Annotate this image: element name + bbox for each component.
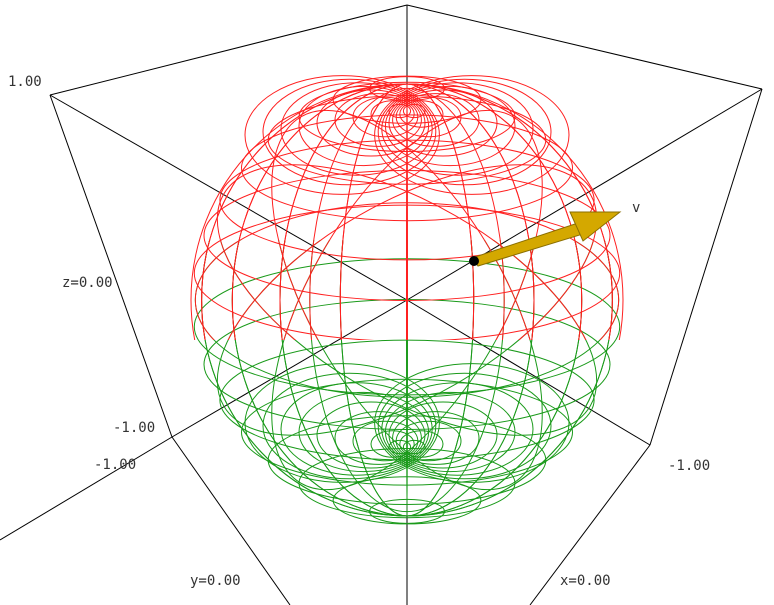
lower-pole-petal bbox=[352, 420, 419, 462]
box-edge bbox=[406, 88, 763, 301]
z-max-tick-label: 1.00 bbox=[8, 74, 42, 90]
lower-pole-petal bbox=[374, 363, 570, 483]
x-axis-label: x=0.00 bbox=[560, 573, 611, 589]
y-min-tick-label: -1.00 bbox=[94, 457, 136, 473]
z-axis-label: z=0.00 bbox=[62, 275, 113, 291]
upper-pole-petal bbox=[395, 96, 462, 138]
upper-great-circle bbox=[309, 87, 505, 340]
box-edge bbox=[171, 436, 291, 605]
upper-pole-petal bbox=[402, 103, 426, 119]
lower-pole-petal bbox=[262, 372, 437, 480]
upper-hemisphere-mesh bbox=[190, 75, 624, 340]
lower-pole-petal bbox=[384, 391, 516, 473]
upper-pole-petal bbox=[244, 75, 440, 195]
vector-label: v bbox=[632, 200, 640, 216]
box-edge bbox=[49, 94, 408, 301]
bounding-box bbox=[0, 4, 763, 605]
upper-pole-petal bbox=[316, 89, 426, 157]
vector-origin-dot bbox=[469, 256, 479, 266]
lower-pole-petal bbox=[388, 401, 498, 469]
lower-pole-petal bbox=[334, 411, 422, 465]
y-axis-label: y=0.00 bbox=[190, 573, 241, 589]
lower-great-circle bbox=[216, 240, 598, 436]
upper-great-circle bbox=[216, 164, 598, 340]
arrow-head bbox=[569, 211, 622, 242]
lower-pole-petal bbox=[388, 439, 412, 455]
upper-pole-petal bbox=[298, 85, 430, 167]
upper-pole-petal bbox=[262, 78, 437, 186]
box-edge bbox=[49, 4, 408, 96]
upper-pole-petal bbox=[334, 93, 422, 147]
upper-great-circle bbox=[271, 109, 543, 340]
upper-meridian-line bbox=[201, 83, 613, 340]
upper-pole-petal bbox=[384, 85, 516, 167]
box-edge bbox=[649, 88, 763, 446]
box-edge bbox=[171, 299, 408, 438]
lower-pole-petal bbox=[316, 401, 426, 469]
box-edge bbox=[0, 436, 173, 541]
lower-pole-petal bbox=[377, 372, 552, 480]
lower-pole-petal bbox=[392, 411, 480, 465]
lower-pole-petal bbox=[298, 391, 430, 473]
upper-pole-petal bbox=[392, 93, 480, 147]
lower-pole-petal bbox=[402, 439, 426, 455]
lower-pole-petal bbox=[244, 363, 440, 483]
upper-pole-petal bbox=[388, 103, 412, 119]
lower-great-circle bbox=[216, 240, 598, 436]
box-edge bbox=[49, 94, 173, 438]
vector-v-arrow bbox=[469, 211, 622, 267]
upper-great-circle bbox=[194, 202, 620, 340]
x-min-tick-label: -1.00 bbox=[668, 458, 710, 474]
upper-pole-petal bbox=[377, 78, 552, 186]
box-edge bbox=[529, 444, 651, 605]
box-edge bbox=[406, 299, 651, 446]
upper-pole-petal bbox=[388, 89, 498, 157]
upper-pole-petal bbox=[352, 96, 419, 138]
upper-great-circle bbox=[216, 164, 598, 340]
lower-pole-petal bbox=[395, 420, 462, 462]
box-edge bbox=[406, 4, 763, 90]
z-min-tick-label: -1.00 bbox=[113, 420, 155, 436]
upper-pole-petal bbox=[374, 75, 570, 195]
